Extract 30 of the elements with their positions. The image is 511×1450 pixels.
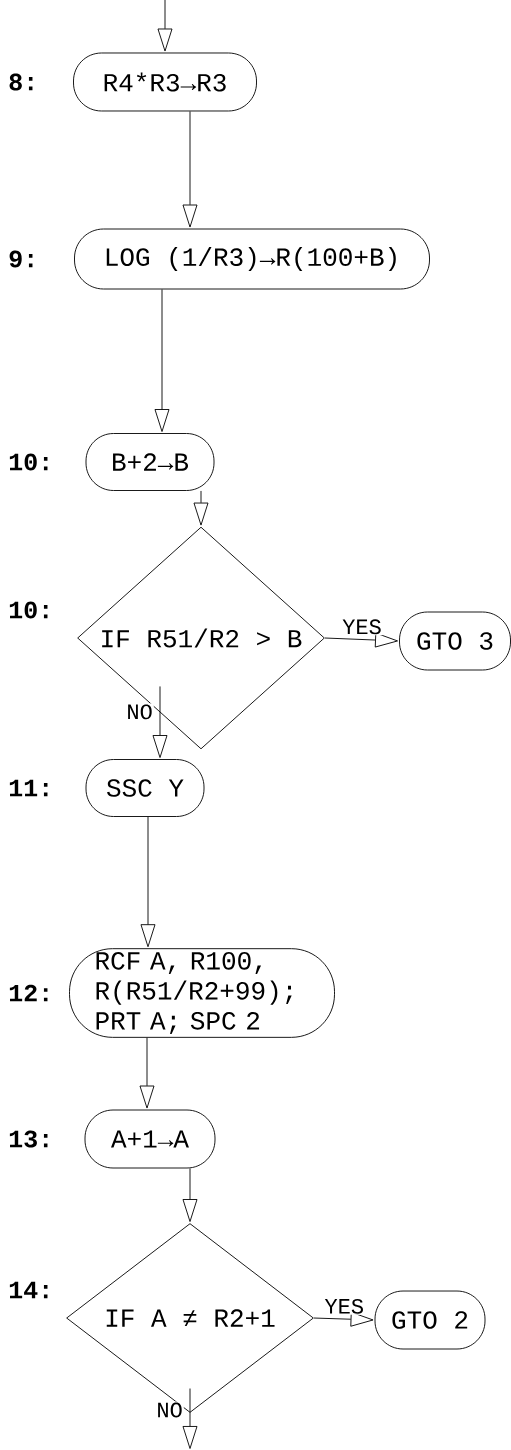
process-box: A+1→A bbox=[84, 1109, 216, 1169]
step-number: 9: bbox=[9, 250, 33, 268]
arrow bbox=[140, 816, 156, 948]
process-box: SSC Y bbox=[85, 759, 205, 817]
arrow bbox=[157, 0, 173, 52]
edge-label: YES bbox=[324, 1298, 363, 1314]
edge-label: NO bbox=[128, 704, 152, 720]
arrow bbox=[152, 686, 168, 758]
edge-label: YES bbox=[342, 619, 381, 635]
step-number: 8: bbox=[9, 73, 33, 91]
process-box: R4*R3→R3 bbox=[73, 52, 257, 112]
step-number: 10: bbox=[9, 453, 48, 471]
process-box: GTO 2 bbox=[374, 1290, 486, 1350]
process-box: B+2→B bbox=[85, 433, 215, 491]
process-box: RCF A, R100, R(R51/R2+99); PRT A; SPC 2 bbox=[69, 948, 335, 1038]
step-number: 14: bbox=[9, 1281, 48, 1299]
step-number: 13: bbox=[9, 1130, 48, 1148]
process-box: GTO 3 bbox=[399, 611, 511, 671]
arrow bbox=[324, 632, 398, 648]
arrow bbox=[182, 1168, 198, 1222]
process-box: LOG (1/R3)→R(100+B) bbox=[74, 228, 430, 290]
step-number: 10: bbox=[9, 601, 48, 619]
step-number: 12: bbox=[9, 984, 48, 1002]
edge-label: NO bbox=[158, 1402, 182, 1418]
arrow bbox=[139, 1037, 155, 1109]
arrow bbox=[182, 111, 198, 228]
step-number: 11: bbox=[9, 779, 48, 797]
arrow bbox=[193, 490, 209, 526]
arrow bbox=[182, 1388, 198, 1449]
arrow bbox=[154, 289, 170, 432]
